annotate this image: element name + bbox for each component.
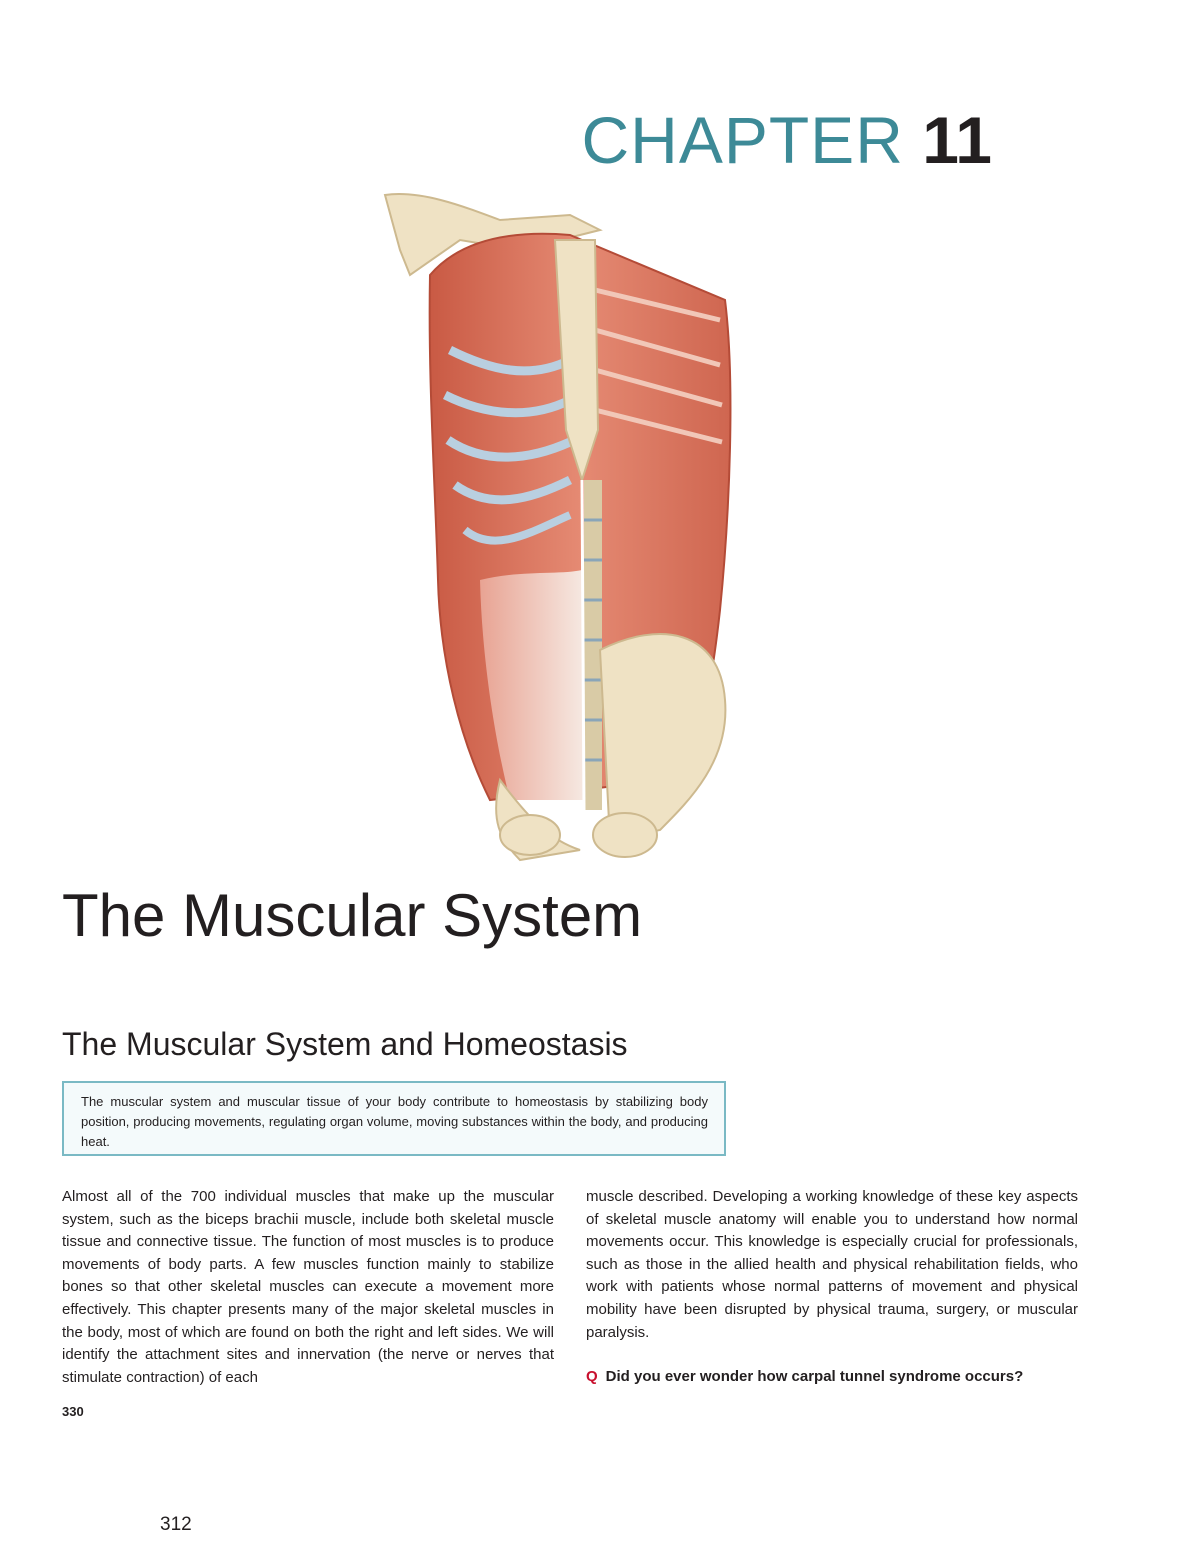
chapter-heading: CHAPTER 11 — [582, 100, 993, 180]
question-text: Did you ever wonder how carpal tunnel sy… — [605, 1368, 1024, 1385]
torso-muscle-illustration — [370, 180, 750, 870]
pdf-page-number: 312 — [160, 1514, 192, 1535]
section-title: The Muscular System and Homeostasis — [62, 1026, 628, 1062]
chapter-title: The Muscular System — [62, 882, 643, 949]
chapter-number: 11 — [922, 103, 992, 177]
body-text-left-column: Almost all of the 700 individual muscles… — [62, 1188, 554, 1386]
question-marker: Q — [586, 1368, 598, 1385]
homeostasis-summary-text: The muscular system and muscular tissue … — [81, 1094, 708, 1149]
chapter-question: Q Did you ever wonder how carpal tunnel s… — [586, 1366, 1086, 1388]
chapter-label: CHAPTER — [581, 103, 904, 177]
homeostasis-summary-box: The muscular system and muscular tissue … — [62, 1081, 726, 1156]
body-text-right-column: muscle described. Developing a working k… — [586, 1188, 1078, 1341]
original-page-number: 330 — [62, 1404, 84, 1419]
